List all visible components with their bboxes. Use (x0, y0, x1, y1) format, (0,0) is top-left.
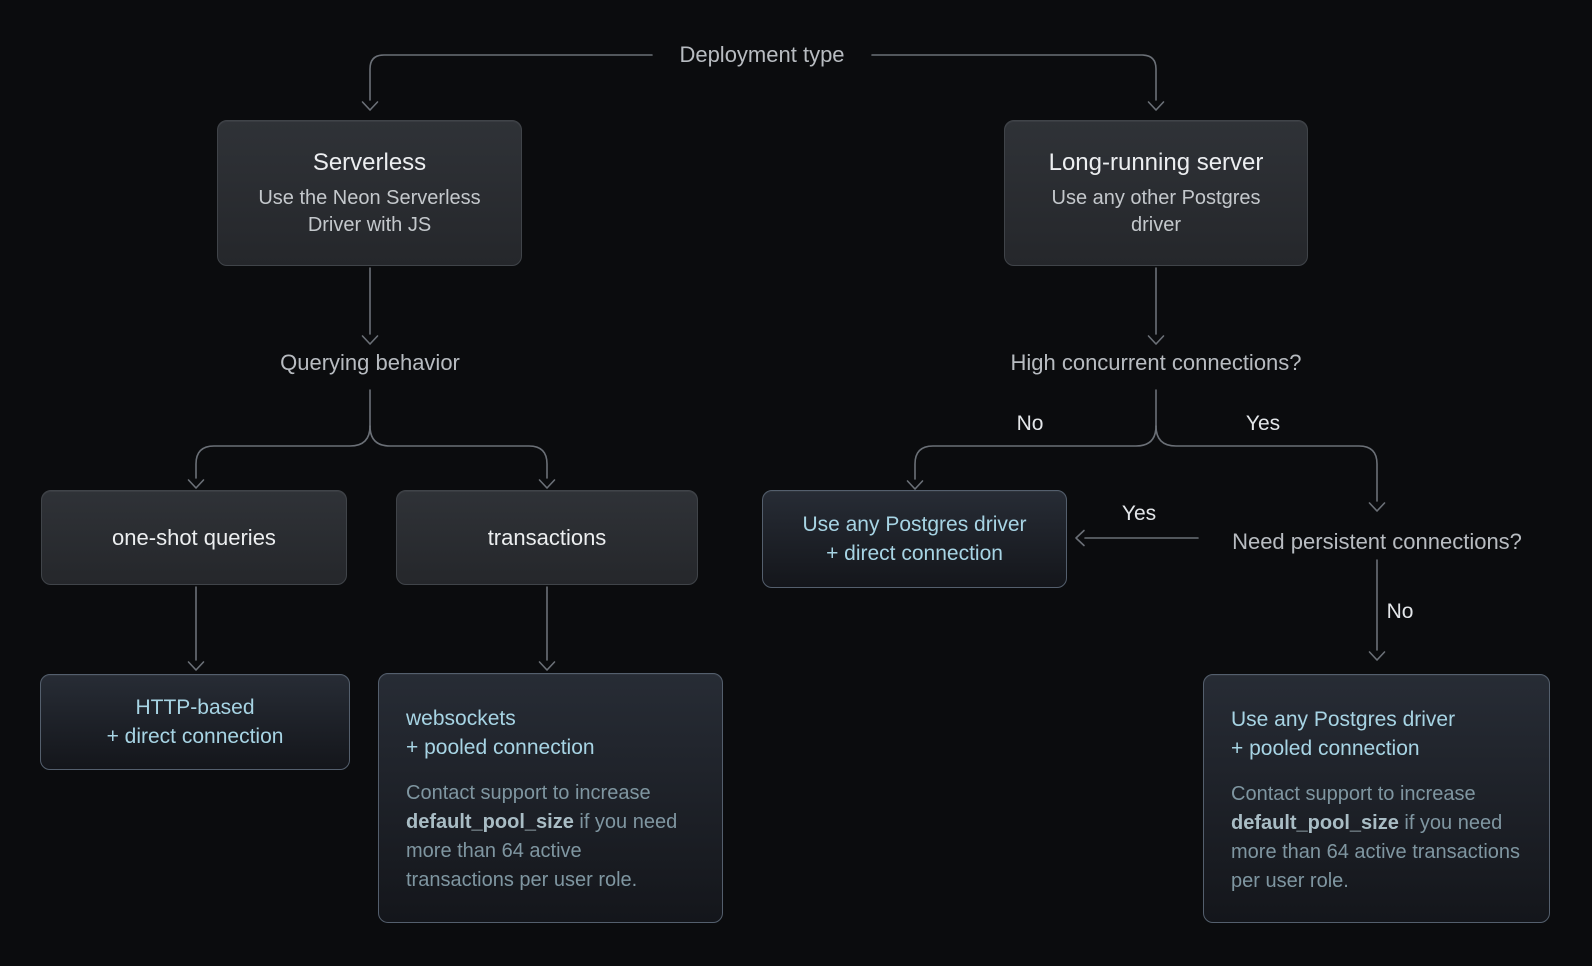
node-websockets-pooled-note: Contact support to increase default_pool… (406, 782, 678, 891)
node-long-running-title: Long-running server (1048, 148, 1264, 176)
arrowhead-down-icon (361, 335, 379, 345)
node-postgres-pooled-connection: Use any Postgres driver + pooled connect… (1203, 674, 1550, 923)
edge-transactions-to-websockets (538, 586, 556, 671)
node-transactions-label: transactions (487, 524, 607, 550)
arrowhead-down-icon (187, 661, 205, 671)
node-http-direct-connection: HTTP-based + direct connection (40, 674, 350, 770)
node-postgres-direct-line2: + direct connection (826, 542, 1003, 565)
node-postgres-pooled-note: Contact support to increase default_pool… (1231, 783, 1521, 892)
node-long-running-server: Long-running server Use any other Postgr… (1004, 120, 1308, 266)
node-http-direct-line1: HTTP-based (135, 696, 255, 719)
node-long-running-subtitle: Use any other Postgres driver (1051, 186, 1261, 236)
edge-root-to-long-running (871, 54, 1165, 111)
node-postgres-direct-line1: Use any Postgres driver (802, 513, 1027, 536)
arrowhead-down-icon (538, 479, 556, 489)
arrowhead-down-icon (1147, 101, 1165, 111)
edge-persistent-yes-to-direct (1075, 529, 1199, 547)
edge-oneshot-to-http (187, 586, 205, 671)
node-websockets-pooled-connection: websockets + pooled connection Contact s… (378, 673, 723, 923)
node-postgres-pooled-line2: + pooled connection (1231, 737, 1420, 760)
edge-label-high-concurrent-yes: Yes (1245, 412, 1281, 435)
pool-size-code: default_pool_size (406, 811, 574, 833)
branch-label-querying-behavior: Querying behavior (280, 350, 460, 375)
arrowhead-down-icon (361, 101, 379, 111)
arrowhead-down-icon (187, 479, 205, 489)
node-postgres-direct-connection: Use any Postgres driver + direct connect… (762, 490, 1067, 588)
branch-label-need-persistent: Need persistent connections? (1232, 529, 1522, 554)
node-transactions: transactions (396, 490, 698, 585)
root-label-deployment-type: Deployment type (679, 42, 845, 67)
arrowhead-down-icon (1368, 651, 1386, 661)
node-serverless: Serverless Use the Neon Serverless Drive… (217, 120, 522, 266)
arrowhead-down-icon (1147, 335, 1165, 345)
edge-label-high-concurrent-no: No (1016, 412, 1044, 435)
arrowhead-down-icon (538, 661, 556, 671)
pool-size-code: default_pool_size (1231, 812, 1399, 834)
node-one-shot-label: one-shot queries (112, 524, 276, 550)
edge-label-persistent-no: No (1386, 600, 1414, 623)
edge-label-persistent-yes: Yes (1121, 502, 1157, 525)
edge-querying-fork (187, 389, 556, 489)
arrowhead-left-icon (1075, 529, 1085, 547)
edge-long-running-to-high-concurrent (1147, 267, 1165, 345)
node-serverless-title: Serverless (312, 148, 427, 176)
branch-label-high-concurrent: High concurrent connections? (1010, 350, 1302, 375)
node-http-direct-line2: + direct connection (106, 725, 284, 748)
arrowhead-down-icon (1368, 502, 1386, 512)
edge-high-concurrent-fork (906, 389, 1386, 512)
edge-persistent-no-to-pooled (1368, 559, 1386, 661)
node-postgres-pooled-line1: Use any Postgres driver (1231, 708, 1456, 731)
edge-serverless-to-querying (361, 267, 379, 345)
arrowhead-down-icon (906, 480, 924, 490)
edge-root-to-serverless (361, 54, 653, 111)
node-websockets-pooled-line1: websockets (406, 707, 516, 730)
node-one-shot-queries: one-shot queries (41, 490, 347, 585)
node-websockets-pooled-line2: + pooled connection (406, 736, 595, 759)
node-serverless-subtitle: Use the Neon Serverless Driver with JS (258, 186, 481, 236)
